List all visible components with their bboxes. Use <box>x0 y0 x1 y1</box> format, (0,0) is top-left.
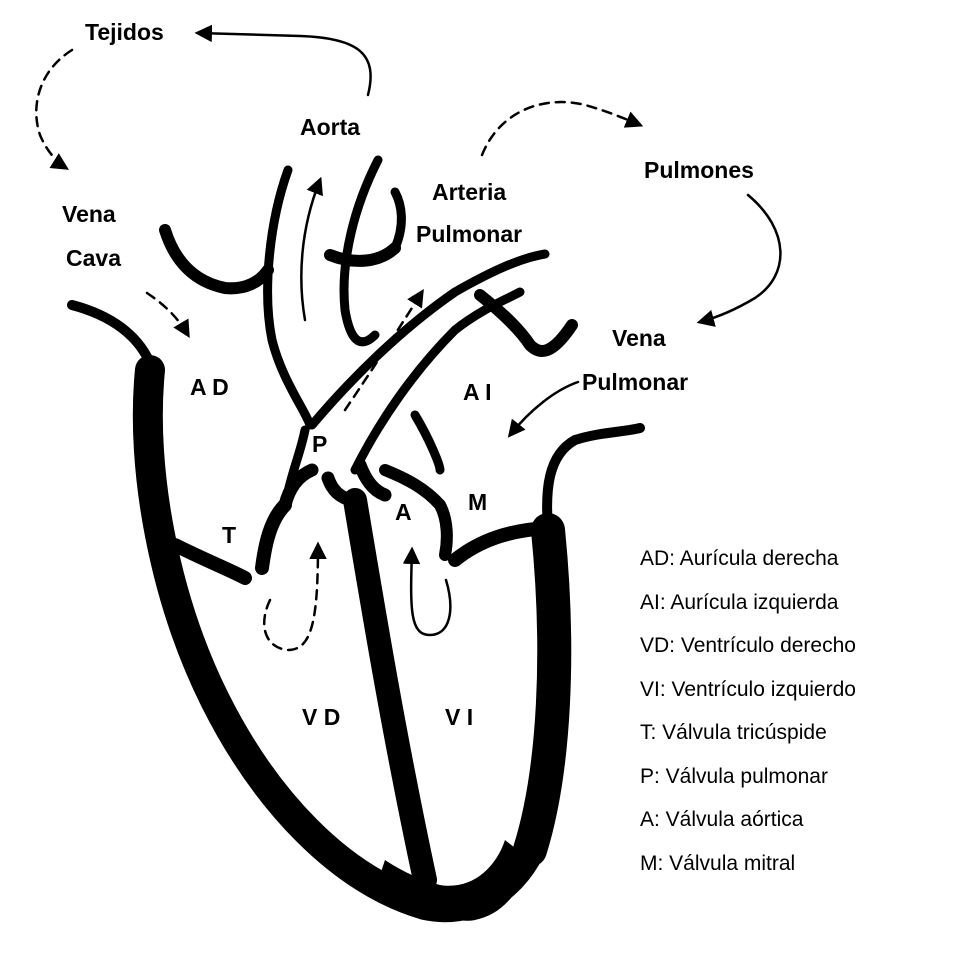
vena-cava-to-ad-arrow <box>145 291 190 339</box>
legend-item: VI: Ventrículo izquierdo <box>640 678 856 701</box>
left-ventricle-wall <box>513 513 572 867</box>
right-ventricle-flow-arrow <box>262 541 327 652</box>
legend-item: A: Válvula aórtica <box>640 808 804 831</box>
aorta-left-wall <box>263 165 315 430</box>
label-p: P <box>312 431 327 457</box>
pulmonary-artery-internal-arrow <box>343 289 424 412</box>
pulmones-to-vena-pulmonar-arrow <box>696 193 782 327</box>
pulmonary-valve-cusp-right <box>321 471 359 507</box>
label-tejidos: Tejidos <box>85 19 164 45</box>
label-vd: V D <box>302 704 340 730</box>
label-vena-cava-line1: Vena <box>62 201 116 227</box>
legend-item: AD: Aurícula derecha <box>640 547 839 570</box>
pulmonary-artery-inner-wall <box>350 287 525 475</box>
legend-item: AI: Aurícula izquierda <box>640 591 839 614</box>
mitral-cusp-right <box>448 521 555 567</box>
diagram-labels: Tejidos Aorta Arteria Pulmonar Pulmones … <box>62 19 754 730</box>
label-arteria-line1: Arteria <box>432 179 506 205</box>
pulmonary-artery-upper-wall <box>307 249 550 430</box>
aortic-branch-right <box>324 242 401 267</box>
label-t: T <box>222 522 236 548</box>
aortic-branch-right-vessel <box>390 187 406 253</box>
mitral-cusp-left <box>379 464 453 561</box>
label-vena-pulmonar-line1: Vena <box>612 325 666 351</box>
label-ai: A I <box>463 379 492 405</box>
label-pulmones: Pulmones <box>644 157 754 183</box>
heart-walls <box>67 300 645 923</box>
tricuspid-cusp-right <box>255 498 292 575</box>
vena-pulmonar-to-ai-arrow <box>507 380 580 438</box>
pulmonary-artery-lower-wall <box>280 425 310 510</box>
label-m: M <box>468 489 487 515</box>
label-arteria-line2: Pulmonar <box>416 221 522 247</box>
label-vena-cava-line2: Cava <box>66 245 121 271</box>
vena-cava-branch <box>159 224 274 295</box>
septum <box>343 488 437 892</box>
legend-item: M: Válvula mitral <box>640 852 795 875</box>
pulmonary-vein <box>474 289 578 357</box>
right-atrium-wall <box>67 300 157 373</box>
label-vi: V I <box>445 704 473 730</box>
legend: AD: Aurícula derecha AI: Aurícula izquie… <box>640 547 856 875</box>
aorta-to-tejidos-arrow <box>194 24 372 97</box>
great-vessels <box>159 155 578 510</box>
label-vena-pulmonar-line2: Pulmonar <box>582 369 688 395</box>
heart-apex <box>380 840 530 921</box>
legend-item: P: Válvula pulmonar <box>640 765 828 788</box>
aortic-valve-cusp <box>353 458 392 502</box>
tricuspid-cusp-left <box>168 538 252 585</box>
left-atrium-lower-wall <box>542 423 645 533</box>
legend-item: T: Válvula tricúspide <box>640 721 827 744</box>
arteria-to-pulmones-arrow <box>480 100 644 157</box>
legend-item: VD: Ventrículo derecho <box>640 634 856 657</box>
label-ad: A D <box>190 374 229 400</box>
tejidos-to-vena-cava-arrow <box>35 48 74 170</box>
left-atrium-upper-wall <box>410 410 445 475</box>
right-ventricle-wall <box>132 355 545 923</box>
label-a: A <box>395 499 412 525</box>
flow-arrows <box>35 24 782 652</box>
aorta-right-wall <box>339 155 383 347</box>
left-ventricle-flow-arrow <box>402 546 452 637</box>
aorta-internal-arrow <box>300 176 323 322</box>
label-aorta: Aorta <box>300 114 360 140</box>
